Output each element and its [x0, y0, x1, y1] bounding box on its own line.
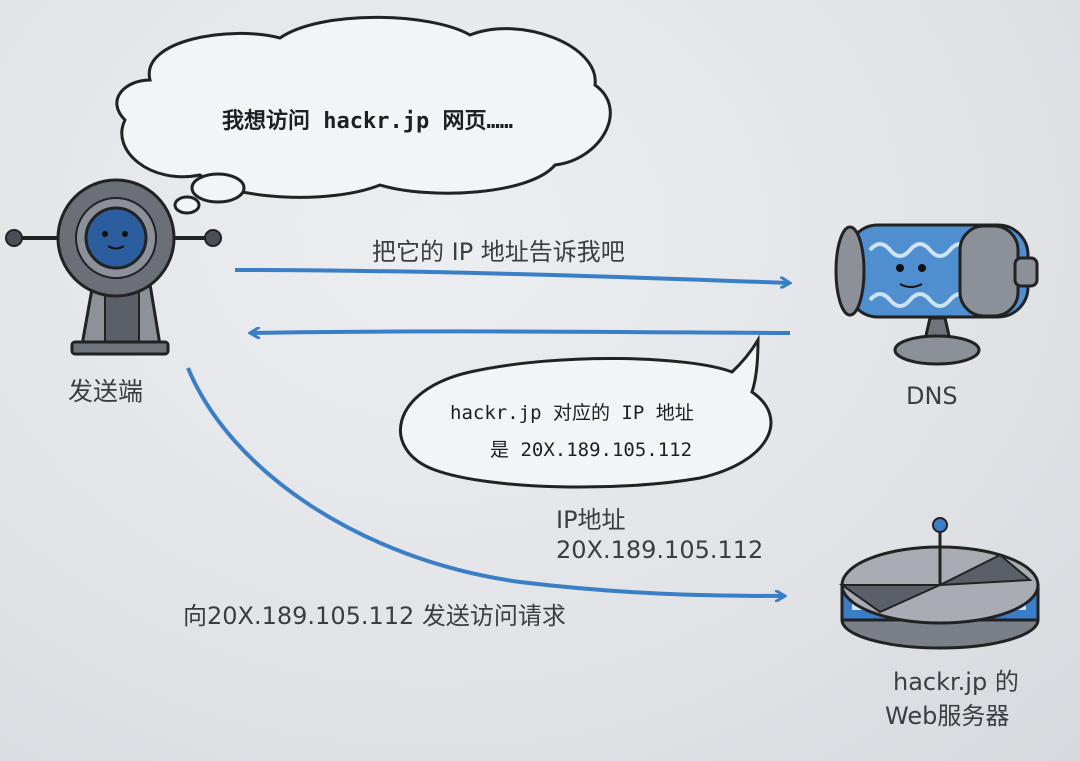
server-label-line1: hackr.jp 的: [893, 662, 1019, 697]
dns-server-icon: [836, 225, 1037, 364]
access-arrow-label: 向20X.189.105.112 发送访问请求: [183, 596, 566, 631]
reply-bubble-line2: 是 20X.189.105.112: [490, 435, 692, 462]
sender-label: 发送端: [68, 372, 143, 408]
web-server-icon: [842, 518, 1038, 648]
reply-bubble-line1: hackr.jp 对应的 IP 地址: [450, 398, 694, 425]
thought-bubble-text: 我想访问 hackr.jp 网页……: [222, 103, 513, 135]
server-label-line2: Web服务器: [885, 696, 1009, 731]
request-arrow: [235, 270, 790, 283]
request-arrow-label: 把它的 IP 地址告诉我吧: [372, 232, 625, 267]
ip-label-line1: IP地址: [556, 500, 626, 535]
dns-label: DNS: [906, 382, 958, 410]
response-arrow: [250, 331, 790, 333]
ip-label-line2: 20X.189.105.112: [556, 536, 763, 564]
